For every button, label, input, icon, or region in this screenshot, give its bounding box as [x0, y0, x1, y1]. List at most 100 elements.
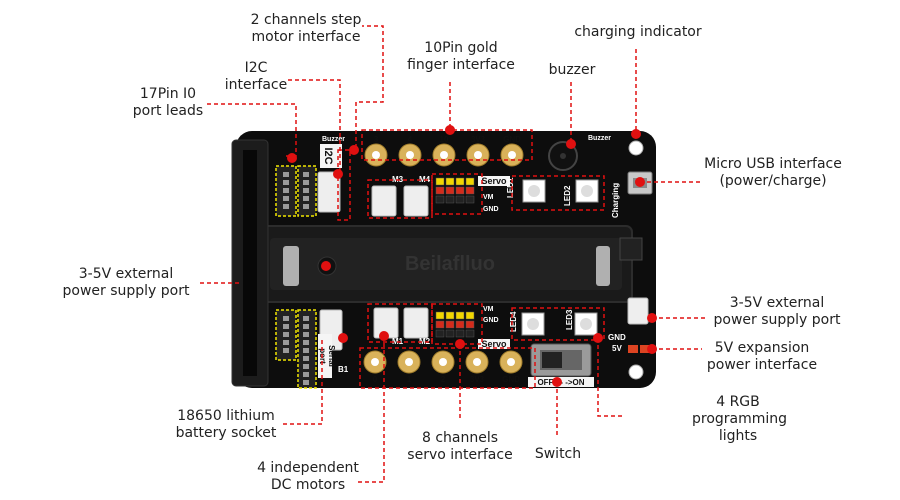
silk-gnd-bottom: GND	[483, 317, 499, 324]
label-battery-socket: 18650 lithium battery socket	[175, 408, 277, 441]
bottom-pad-label: 2	[441, 375, 446, 384]
servo-pin	[435, 195, 445, 204]
bottom-pad-label: 3V3	[470, 375, 485, 384]
io-pin	[303, 204, 309, 209]
silk-gnd: GND	[608, 333, 626, 342]
ext-power-connector	[627, 297, 649, 325]
label-rgb-lights: 4 RGB programming lights	[692, 394, 788, 444]
top-pad-hole	[508, 151, 516, 159]
io-leader	[206, 103, 297, 157]
rgb-box-top	[511, 175, 605, 211]
servo-header-bottom	[435, 311, 475, 338]
expansion-5v-pins	[628, 345, 650, 353]
io-pin	[303, 188, 309, 193]
rgb-leader	[597, 338, 622, 417]
bottom-pad-hole	[439, 358, 447, 366]
servo-pin	[465, 329, 475, 338]
servo-pin	[465, 320, 475, 329]
servo-pin	[455, 329, 465, 338]
servo-pin	[435, 320, 445, 329]
servo-pin	[455, 177, 465, 186]
servo-pin	[445, 177, 455, 186]
power-chip	[619, 237, 643, 261]
label-switch: Switch	[534, 446, 582, 462]
white-connectors	[317, 171, 649, 351]
io-pin	[303, 340, 309, 345]
label-expansion-5v: 5V expansion power interface	[706, 340, 818, 373]
io-pin	[303, 196, 309, 201]
silk-vm-bottom: VM	[483, 306, 494, 313]
servo-pin	[445, 329, 455, 338]
io-pin	[303, 332, 309, 337]
rgb-leds	[521, 179, 599, 336]
servo-pin	[465, 311, 475, 320]
io-pin	[303, 316, 309, 321]
silk-led2: LED2	[563, 185, 572, 206]
dc-motor-leader	[356, 336, 385, 483]
servo-pin	[465, 177, 475, 186]
top-pad-hole	[372, 151, 380, 159]
io-pin	[303, 372, 309, 377]
bottom-pad-hole	[507, 358, 515, 366]
io-pin	[283, 332, 289, 337]
io-pin	[283, 188, 289, 193]
bottom-pad-hole	[371, 358, 379, 366]
io-pin	[283, 196, 289, 201]
servo-pin	[455, 320, 465, 329]
bottom-pad-hole	[473, 358, 481, 366]
gold-finger-bottom-box	[359, 347, 536, 389]
top-pad-label: 3V3	[471, 135, 486, 144]
io-pin	[303, 380, 309, 385]
io-pin	[303, 364, 309, 369]
step-motor-leader	[355, 25, 384, 148]
silk-vm-top: VM	[483, 194, 494, 201]
label-ext-power-right: 3-5V external power supply port	[713, 295, 841, 328]
label-dc-motors: 4 independent DC motors	[257, 460, 359, 493]
label-buzzer: buzzer	[548, 62, 596, 78]
battery-clip-right	[596, 246, 610, 286]
motor-connector-m2	[403, 307, 429, 339]
servo-pin	[455, 186, 465, 195]
silk-5v: 5V	[612, 344, 622, 353]
bottom-pad-label: GND	[502, 375, 520, 384]
top-pad-hole	[474, 151, 482, 159]
io-pin	[283, 204, 289, 209]
bottom-pad-label: 0	[373, 375, 378, 384]
label-gold-finger: 10Pin gold finger interface	[407, 40, 515, 73]
io-pin	[283, 316, 289, 321]
servo-pin	[435, 186, 445, 195]
top-pad-label: 10	[440, 135, 449, 144]
battery-clip-left	[283, 246, 299, 286]
servo-pin	[465, 186, 475, 195]
motor-connector-m3	[371, 185, 397, 217]
battery-brand: Beilaflluo	[405, 253, 495, 275]
label-i2c: I2C interface	[224, 60, 288, 93]
silk-led4: LED4	[509, 311, 518, 332]
top-pad-label: 3	[374, 135, 379, 144]
io-pin	[303, 348, 309, 353]
annotation-dots	[287, 125, 657, 387]
servo-pin	[455, 195, 465, 204]
silk-gnd-top: GND	[483, 206, 499, 213]
io-pin	[303, 180, 309, 185]
silk-charging: Charging	[611, 183, 620, 218]
top-pad-hole	[440, 151, 448, 159]
servo-header-top	[435, 177, 475, 204]
motor-box-bottom	[367, 303, 433, 343]
rgb-box-bottom	[511, 307, 605, 341]
servo-pin	[445, 320, 455, 329]
silk-led3: LED3	[565, 309, 574, 330]
io-pin	[303, 172, 309, 177]
annotations	[200, 25, 708, 483]
io-pin	[283, 172, 289, 177]
servo-pin	[445, 311, 455, 320]
silk-m2: M2	[419, 337, 431, 346]
bottom-pad-hole	[405, 358, 413, 366]
label-micro-usb: Micro USB interface (power/charge)	[704, 156, 842, 189]
silk-serial: Serialport	[318, 345, 336, 367]
top-pad-hole	[406, 151, 414, 159]
io-pin	[303, 356, 309, 361]
i2c-box	[337, 149, 351, 221]
io-pin	[283, 348, 289, 353]
